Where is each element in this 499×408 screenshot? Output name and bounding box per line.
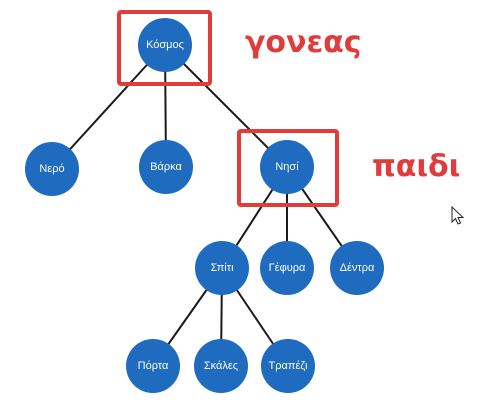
node-circle-nisi [260,140,314,194]
node-circle-nero [25,142,79,196]
node-gefyra: Γέφυρα [260,241,314,295]
node-label-porta: Πόρτα [138,360,169,372]
parent-highlight-box [117,10,212,86]
node-label-gefyra: Γέφυρα [269,262,306,274]
edge-kosmos-nisi [164,44,288,168]
node-nisi: Νησί [260,140,314,194]
node-label-nero: Νερό [39,163,64,175]
node-circle-skales [194,339,248,393]
node-circle-porta [126,339,180,393]
node-porta: Πόρτα [126,339,180,393]
child-annotation: παιδι [372,149,460,184]
child-highlight-box [237,129,339,207]
node-circle-spiti [195,241,249,295]
node-nero: Νερό [25,142,79,196]
node-circle-gefyra [260,241,314,295]
node-varka: Βάρκα [139,140,193,194]
node-circle-varka [139,140,193,194]
node-label-skales: Σκάλες [204,360,238,372]
node-trapezi: Τραπέζι [261,339,315,393]
node-circle-trapezi [261,339,315,393]
node-label-kosmos: Κόσμος [146,39,184,51]
node-circle-dentra [330,241,384,295]
annotation-layer: γονεας παιδι [245,25,460,184]
node-label-trapezi: Τραπέζι [269,360,308,372]
highlight-layer [117,10,339,207]
node-skales: Σκάλες [194,339,248,393]
mouse-pointer-icon [451,205,465,225]
node-circle-kosmos [138,18,192,72]
node-dentra: Δέντρα [330,241,384,295]
node-label-spiti: Σπίτι [210,262,234,274]
node-spiti: Σπίτι [195,241,249,295]
node-label-varka: Βάρκα [150,161,182,173]
edge-kosmos-nero [51,44,166,170]
node-label-dentra: Δέντρα [340,262,375,274]
node-kosmos: Κόσμος [138,18,192,72]
node-label-nisi: Νησί [275,161,299,173]
parent-annotation: γονεας [245,25,362,60]
